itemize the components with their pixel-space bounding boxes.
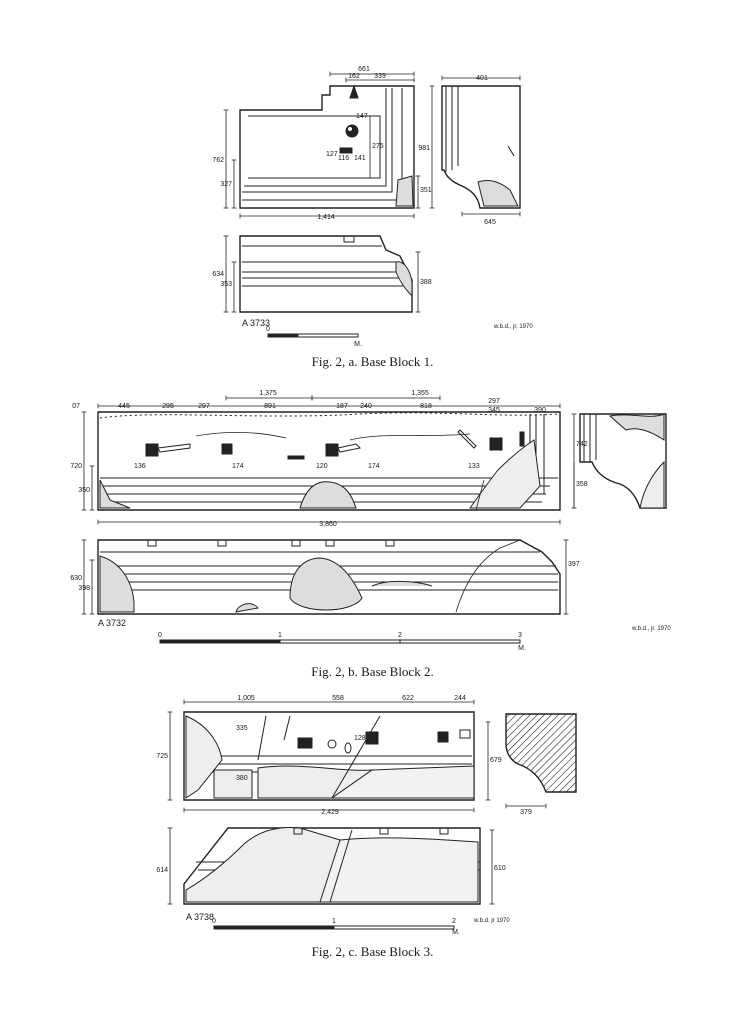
dim-label: 141 [354, 155, 366, 162]
dim-label: 818 [420, 403, 432, 410]
base-block-1-drawing [223, 71, 521, 338]
dim-label: 645 [484, 219, 496, 226]
base-block-3-drawing [167, 699, 577, 930]
block-1-scale-bar [267, 333, 359, 338]
inventory-number: A 3732 [98, 618, 126, 628]
dim-label: 327 [220, 181, 232, 188]
dim-label: 174 [232, 463, 244, 470]
scale-label: 1 [278, 632, 282, 639]
dim-label: 398 [78, 585, 90, 592]
dim-label: 1,375 [259, 390, 277, 397]
block-3-scale-bar [213, 925, 455, 930]
dim-label: 380 [236, 775, 248, 782]
block-3-dimension-lines [167, 699, 547, 905]
dim-label: 388 [420, 279, 432, 286]
scale-label: M. [452, 929, 460, 936]
dim-label: 614 [156, 867, 168, 874]
dim-label: 297 [488, 398, 500, 405]
block-3-section-view [505, 713, 577, 793]
base-block-2-drawing [81, 395, 667, 644]
dim-label: 335 [236, 725, 248, 732]
figure-caption-2a: Fig. 2, a. Base Block 1. [311, 354, 434, 369]
block-1-section-view [441, 85, 521, 209]
block-2-dimension-lines [81, 395, 577, 615]
dim-label: 3,860 [319, 521, 337, 528]
scale-label: 0 [266, 326, 270, 333]
scale-label: 0 [212, 918, 216, 925]
dim-label: 1,414 [317, 214, 335, 221]
dim-label: 401 [476, 75, 488, 82]
dim-label: 1,355 [411, 390, 429, 397]
dim-label: 353 [220, 281, 232, 288]
scale-label: 0 [158, 632, 162, 639]
scale-label: 2 [398, 632, 402, 639]
dim-label: 891 [264, 403, 276, 410]
block-1-top-view [239, 84, 415, 209]
dim-label: 350 [78, 487, 90, 494]
dim-label: 622 [402, 695, 414, 702]
dim-label: 981 [418, 145, 430, 152]
draftsman-signature: w.b.d., jr. 1970 [493, 324, 533, 330]
scale-label: 2 [452, 918, 456, 925]
dim-label: 174 [368, 463, 380, 470]
dim-label: 390 [534, 407, 546, 414]
dim-label: 295 [162, 403, 174, 410]
scale-label: 3 [518, 632, 522, 639]
dim-label: 136 [134, 463, 146, 470]
block-2-scale-bar [159, 639, 521, 644]
dim-label: 127 [326, 151, 338, 158]
dim-label: 634 [212, 271, 224, 278]
figure-caption-2b: Fig. 2, b. Base Block 2. [311, 664, 434, 679]
dim-label: 679 [490, 757, 502, 764]
dim-label: 351 [420, 187, 432, 194]
dim-label: 339 [374, 73, 386, 80]
dim-label: 187 [336, 403, 348, 410]
dim-label: 661 [358, 66, 370, 73]
block-3-top-view [183, 711, 475, 801]
dim-label: 297 [198, 403, 210, 410]
dim-label: 1,005 [237, 695, 255, 702]
dim-label: 742 [576, 441, 588, 448]
block-3-front-view [183, 827, 481, 905]
dim-label: 2,429 [321, 809, 339, 816]
draftsman-signature: w.b.d. jr 1970 [473, 918, 510, 924]
block-2-section-view [579, 413, 667, 509]
inventory-number: A 3733 [242, 318, 270, 328]
dim-label: 630 [70, 575, 82, 582]
block-2-top-view [97, 411, 561, 511]
figure-caption-2c: Fig. 2, c. Base Block 3. [311, 944, 434, 959]
scale-label: M. [518, 645, 526, 652]
dim-label: 725 [156, 753, 168, 760]
dim-label: 147 [356, 113, 368, 120]
dim-label: 120 [316, 463, 328, 470]
dim-label: 379 [520, 809, 532, 816]
dim-label: 275 [372, 143, 384, 150]
dim-label: 240 [360, 403, 372, 410]
block-1-front-view [239, 235, 413, 313]
dim-label: 116 [338, 155, 349, 162]
draftsman-signature: w.b.d., jr. 1970 [631, 626, 671, 632]
dim-label: 610 [494, 865, 506, 872]
dim-label: 445 [118, 403, 130, 410]
scale-label: M. [354, 341, 362, 348]
dim-label: 720 [70, 463, 82, 470]
dim-label: 358 [576, 481, 588, 488]
block-2-front-view [97, 539, 561, 615]
dim-label: 133 [468, 463, 480, 470]
dim-label: 558 [332, 695, 344, 702]
inventory-number: A 3738 [186, 912, 214, 922]
scale-label: 1 [332, 918, 336, 925]
dim-label: 162 [348, 73, 360, 80]
dim-label: 762 [212, 157, 224, 164]
block-1-dimension-lines [223, 71, 521, 313]
plate-labels: 661 162 339 1,414 762 327 147 275 127 11… [70, 66, 671, 936]
dim-label: 244 [454, 695, 466, 702]
dim-label: 128 [354, 735, 366, 742]
dim-label: 397 [568, 561, 580, 568]
dim-label: 07 [72, 403, 80, 410]
dim-label: 345 [488, 407, 500, 414]
